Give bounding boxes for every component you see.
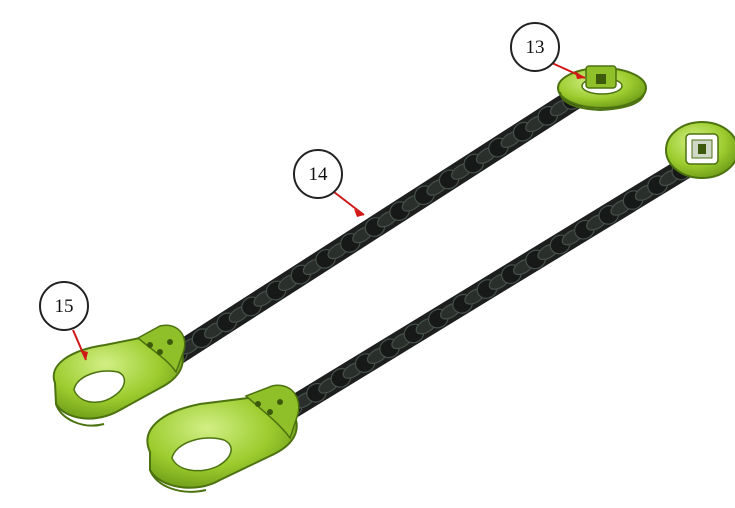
callout-circle-13 xyxy=(510,22,560,72)
safety-hook-1 xyxy=(52,324,186,427)
callout-circle-14 xyxy=(293,149,343,199)
chain-assembly-1 xyxy=(52,65,647,427)
safety-hook-2 xyxy=(146,384,300,493)
leader-line-14 xyxy=(333,191,365,216)
callout-label-14: 14 xyxy=(309,164,329,185)
chain-1 xyxy=(149,79,599,376)
chain-assembly-2 xyxy=(146,121,735,493)
leader-arrow-15 xyxy=(80,350,88,360)
connector-ring-2 xyxy=(665,121,735,179)
leader-arrow-13 xyxy=(575,71,585,79)
callout-label-15: 15 xyxy=(55,296,74,317)
callout-circle-15 xyxy=(39,281,89,331)
leader-arrow-14 xyxy=(354,209,364,217)
callout-label-13: 13 xyxy=(526,37,545,58)
callout-15: 15 xyxy=(39,281,89,361)
callout-13: 13 xyxy=(510,22,586,79)
callout-14: 14 xyxy=(293,149,365,217)
